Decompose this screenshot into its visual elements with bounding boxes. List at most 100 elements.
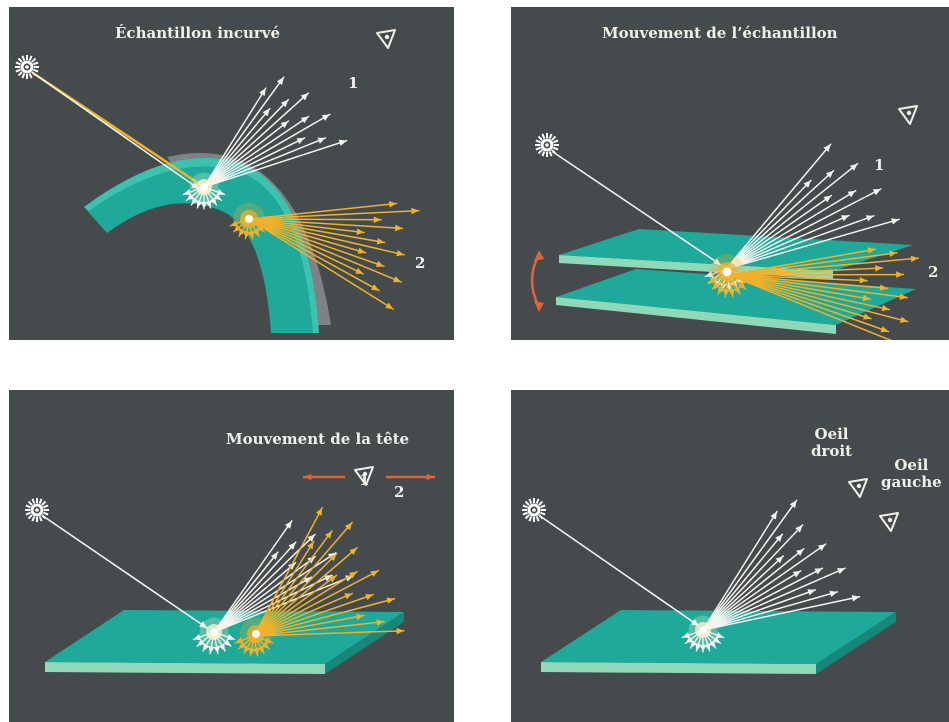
reflected-ray — [702, 555, 784, 631]
eye-icon — [898, 105, 918, 125]
reflected-ray — [213, 533, 316, 633]
ray-label-1: 1 — [874, 156, 885, 174]
reflected-ray — [725, 143, 832, 270]
reflected-ray-gold — [253, 521, 353, 637]
reflected-ray — [725, 162, 859, 270]
reflected-ray — [725, 215, 875, 270]
incident-ray — [552, 151, 722, 266]
left-eye-label-line1: Oeil — [894, 456, 929, 474]
reflected-ray-gold — [728, 250, 898, 276]
reflected-ray-gold — [728, 274, 889, 291]
reflected-ray-gold — [248, 218, 367, 254]
reflected-ray — [725, 214, 850, 270]
reflected-ray-gold — [248, 216, 382, 223]
highlight-spot — [189, 172, 219, 202]
reflected-ray — [702, 567, 824, 631]
reflected-ray — [203, 87, 267, 188]
reflected-ray-gold — [253, 627, 405, 637]
reflected-ray-gold — [248, 218, 402, 283]
reflected-ray-gold — [728, 274, 891, 312]
reflected-ray-gold — [728, 274, 908, 300]
reflected-ray — [203, 76, 285, 188]
reflected-ray — [213, 551, 279, 633]
reflected-ray-gold — [253, 574, 338, 637]
reflected-ray-gold — [728, 247, 877, 276]
incident-ray — [539, 515, 700, 627]
reflected-ray-gold — [728, 255, 920, 276]
panel-title: Mouvement de la tête — [226, 430, 410, 448]
reflected-ray — [725, 218, 900, 270]
reflected-ray-gold — [728, 271, 905, 278]
right-arrow-icon — [385, 473, 436, 481]
eye-icon — [354, 466, 374, 486]
ray-label-1: 1 — [359, 471, 370, 489]
reflected-ray — [213, 576, 313, 633]
reflected-ray — [203, 113, 331, 188]
reflected-ray-gold — [728, 274, 872, 302]
reflected-ray-gold — [248, 218, 405, 257]
reflected-ray — [213, 574, 333, 633]
sun-icon — [15, 55, 39, 79]
reflected-ray — [702, 567, 846, 631]
ray-label-2: 2 — [928, 263, 939, 281]
reflected-ray — [203, 120, 290, 188]
reflected-ray — [725, 169, 835, 270]
reflected-ray — [725, 188, 882, 270]
reflected-ray — [213, 520, 293, 633]
double-arrow-icon — [530, 250, 544, 312]
reflected-ray — [702, 595, 861, 631]
reflected-ray-gold — [253, 569, 380, 637]
panel-head-movement: Mouvement de la tête 1 2 — [9, 390, 454, 722]
reflected-ray — [702, 533, 784, 631]
reflected-ray — [702, 548, 805, 631]
right-eye-label-line2: droit — [811, 442, 853, 460]
reflected-ray — [702, 499, 798, 631]
reflected-ray-gold — [253, 507, 323, 637]
highlight-spot-gold — [232, 202, 266, 236]
reflected-ray-gold — [248, 218, 394, 310]
reflected-ray — [213, 555, 316, 633]
reflected-ray-gold — [253, 547, 358, 637]
right-eye-label: Oeil droit — [811, 426, 852, 460]
reflected-ray-gold — [253, 593, 374, 637]
reflected-ray-gold — [728, 274, 890, 333]
left-eye-label-line2: gauche — [881, 473, 942, 491]
reflected-ray-gold — [728, 274, 872, 320]
reflected-ray-gold — [253, 530, 333, 637]
reflected-ray — [725, 190, 857, 270]
highlight-spot — [199, 617, 229, 647]
panel-title: Échantillon incurvé — [115, 24, 281, 42]
diagram-head-movement — [25, 466, 436, 674]
reflected-ray-gold — [253, 553, 338, 637]
reflected-ray — [203, 137, 306, 188]
left-eye-label: Oeil gauche — [881, 457, 942, 491]
reflected-ray-gold — [248, 218, 380, 292]
reflected-ray-gold — [728, 274, 868, 284]
sample-plate — [45, 610, 404, 674]
ray-label-2: 2 — [394, 483, 405, 501]
left-arrow-icon — [302, 473, 346, 481]
highlight-spot-gold — [709, 254, 745, 290]
reflected-ray — [203, 137, 327, 188]
incident-ray — [32, 72, 200, 190]
reflected-ray-gold — [253, 613, 365, 637]
reflected-ray — [702, 524, 804, 631]
left-eye-icon — [879, 512, 899, 532]
reflected-ray — [203, 107, 271, 188]
reflected-ray-gold — [248, 218, 365, 235]
diagram-curved-sample — [15, 29, 420, 333]
reflected-ray — [725, 179, 812, 270]
panel-two-eyes: Oeil droit Oeil gauche — [511, 390, 949, 722]
panel-curved-sample: Échantillon incurvé 1 2 — [9, 7, 454, 340]
reflected-ray — [213, 541, 297, 633]
eye-icon — [376, 29, 396, 49]
reflected-ray — [702, 590, 839, 631]
ray-label-1: 1 — [348, 74, 359, 92]
reflected-ray — [702, 510, 778, 631]
panel-sample-movement: Mouvement de l’échantillon 1 2 — [511, 7, 949, 340]
reflected-ray — [702, 589, 817, 631]
incident-ray — [42, 515, 208, 629]
reflected-ray-gold — [253, 619, 385, 637]
reflected-ray — [203, 139, 348, 188]
reflected-ray-gold — [248, 218, 404, 232]
